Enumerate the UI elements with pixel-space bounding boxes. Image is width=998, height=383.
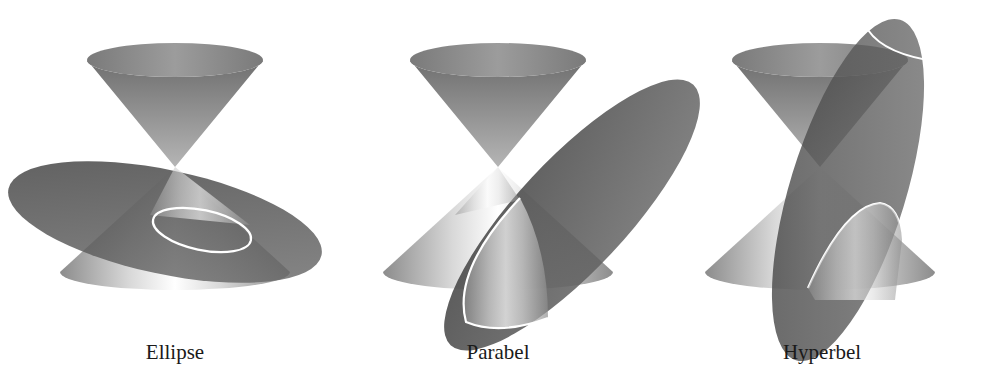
conic-label: Hyperbel <box>783 340 861 365</box>
parabola-cone <box>383 43 734 383</box>
hyperbola-cone <box>705 3 956 377</box>
conic-label: Parabel <box>467 340 530 365</box>
conic-label: Ellipse <box>146 340 204 365</box>
ellipse-cone <box>0 43 332 306</box>
